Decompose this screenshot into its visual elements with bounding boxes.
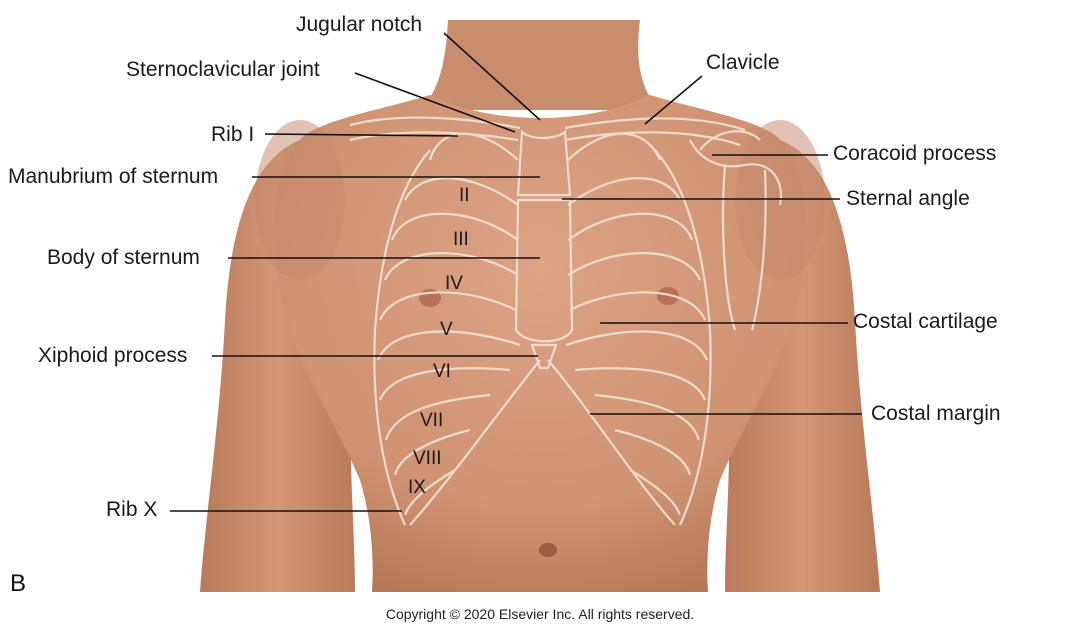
- neck: [420, 20, 660, 110]
- leader-rib-i: [264, 133, 459, 137]
- xiphoid-outline: [530, 343, 558, 370]
- umbilicus: [539, 543, 557, 557]
- rib-number-iv: IV: [445, 273, 463, 294]
- left-rib-8: [384, 393, 491, 441]
- leader-sternoclavicular-joint: [354, 72, 516, 133]
- left-rib-6: [376, 330, 521, 361]
- copyright-notice: Copyright © 2020 Elsevier Inc. All right…: [385, 606, 695, 622]
- right-costal-margin: [547, 359, 676, 526]
- panel-letter: B: [10, 570, 27, 597]
- right-rib-2: [567, 177, 681, 206]
- rib-number-vii: VII: [420, 410, 444, 431]
- left-costal-margin: [409, 359, 541, 526]
- left-lateral-cage: [373, 149, 431, 526]
- left-shoulder-shade: [255, 120, 345, 280]
- label-coracoid-process: Coracoid process: [833, 142, 997, 165]
- left-rib-10: [403, 469, 456, 516]
- skeleton-overlay: [349, 116, 783, 526]
- left-rib-5: [378, 291, 517, 321]
- left-rib-1: [428, 132, 519, 161]
- right-rib-6: [565, 330, 709, 361]
- leader-jugular-notch: [443, 32, 541, 121]
- right-rib-10: [629, 469, 682, 516]
- rib-number-iii: III: [453, 229, 469, 250]
- scapula-outline: [689, 130, 783, 206]
- right-rib-5: [569, 291, 707, 321]
- label-jugular-notch: Jugular notch: [296, 13, 423, 36]
- left-rib-7: [378, 367, 511, 401]
- sternum-body-outline: [514, 198, 574, 343]
- left-rib-2: [404, 177, 519, 206]
- rib-number-viii: VIII: [413, 448, 442, 469]
- right-rib-7: [574, 367, 707, 401]
- label-sternoclavicular-joint: Sternoclavicular joint: [126, 58, 320, 81]
- rib-number-v: V: [440, 319, 453, 340]
- right-rib-4: [567, 252, 702, 281]
- leader-lines: [170, 32, 862, 512]
- left-rib-9: [393, 428, 471, 476]
- right-rib-3: [567, 212, 694, 241]
- label-xiphoid-process: Xiphoid process: [38, 344, 188, 367]
- right-lateral-cage: [654, 149, 712, 526]
- manubrium-outline: [516, 129, 572, 197]
- right-rib-8: [594, 393, 701, 441]
- label-manubrium: Manubrium of sternum: [8, 165, 219, 188]
- rib-number-ii: II: [459, 185, 470, 206]
- label-costal-margin: Costal margin: [871, 402, 1001, 425]
- label-costal-cartilage: Costal cartilage: [853, 310, 998, 333]
- rib-number-vi: VI: [433, 361, 451, 382]
- right-rib-9: [614, 428, 692, 476]
- left-clavicle: [349, 116, 521, 142]
- leader-clavicle: [644, 75, 703, 125]
- label-rib-i: Rib I: [211, 123, 255, 146]
- label-body-of-sternum: Body of sternum: [47, 246, 200, 269]
- humerus-outline: [721, 164, 767, 331]
- left-rib-4: [383, 252, 519, 281]
- label-clavicle: Clavicle: [706, 51, 780, 74]
- label-rib-x: Rib X: [106, 498, 158, 521]
- right-rib-1: [567, 132, 662, 161]
- rib-number-ix: IX: [408, 477, 426, 498]
- right-nipple: [657, 287, 679, 305]
- torso: [274, 95, 806, 592]
- left-rib-3: [390, 212, 519, 241]
- right-clavicle: [564, 117, 746, 147]
- label-sternal-angle: Sternal angle: [846, 187, 970, 210]
